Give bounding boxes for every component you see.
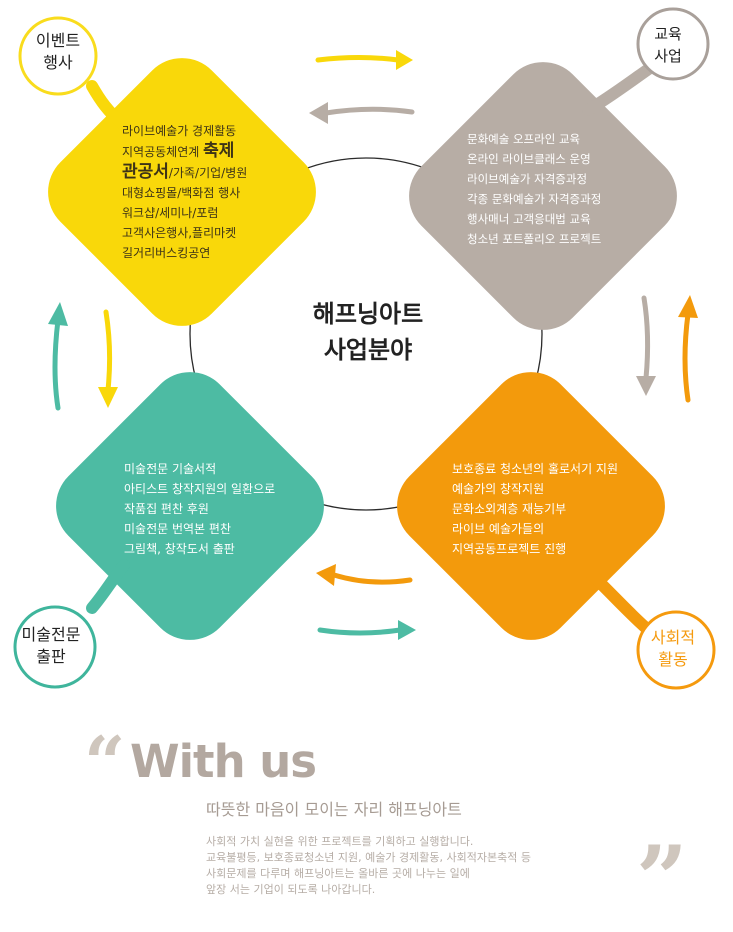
event-item-emphasis: 축제 <box>203 141 235 161</box>
social-diamond <box>397 372 665 640</box>
social-label: 사회적 활동 <box>633 627 713 671</box>
with-us-body: 사회적 가치 실현을 위한 프로젝트를 기획하고 실행합니다. 교육불평등, 보… <box>206 834 531 898</box>
event-label-line1: 이벤트 <box>35 31 81 50</box>
art-item: 미술전문 번역본 편찬 <box>124 522 231 536</box>
education-item: 라이브예술가 자격증과정 <box>467 172 588 186</box>
education-item: 청소년 포트폴리오 프로젝트 <box>467 232 602 246</box>
center-ring <box>189 157 543 511</box>
education-bubble <box>636 7 710 81</box>
event-item: 라이브예술가 경제활동 <box>122 124 237 138</box>
event-item-part: /가족/기업/병원 <box>168 166 248 180</box>
social-bubble <box>636 610 716 690</box>
event-item-emphasis: 관공서 <box>122 162 169 182</box>
body-line: 사회문제를 다루며 해프닝아트는 올바른 곳에 나누는 일에 <box>206 867 470 880</box>
event-item: 관공서/가족/기업/병원 <box>122 162 247 183</box>
education-item: 문화예술 오프라인 교육 <box>467 132 581 146</box>
event-item: 지역공동체연계 축제 <box>122 141 247 162</box>
education-list: 문화예술 오프라인 교육 온라인 라이브클래스 운영 라이브예술가 자격증과정 … <box>467 129 601 249</box>
event-label: 이벤트 행사 <box>18 30 98 74</box>
art-label-line2: 출판 <box>36 647 66 666</box>
close-quote-icon: ” <box>636 826 688 932</box>
body-line: 교육불평등, 보호종료청소년 지원, 예술가 경제활동, 사회적자본축적 등 <box>206 851 531 864</box>
with-us-heading: With us <box>130 735 317 788</box>
arrow-down-yellow <box>98 309 118 408</box>
social-item: 예술가의 창작지원 <box>452 482 545 496</box>
body-line: 사회적 가치 실현을 위한 프로젝트를 기획하고 실행합니다. <box>206 835 474 848</box>
art-bubble <box>13 605 97 689</box>
art-diamond <box>56 372 324 640</box>
arrow-right-teal <box>317 620 416 640</box>
art-label: 미술전문 출판 <box>11 624 91 668</box>
social-item: 라이브 예술가들의 <box>452 522 545 536</box>
art-item: 아티스트 창작지원의 일환으로 <box>124 482 276 496</box>
education-diamond <box>409 62 677 330</box>
art-item: 미술전문 기술서적 <box>124 462 217 476</box>
arrow-down-gray <box>636 295 656 396</box>
art-publishing-list: 미술전문 기술서적 아티스트 창작지원의 일환으로 작품집 편찬 후원 미술전문… <box>124 459 275 559</box>
social-item: 문화소외계층 재능기부 <box>452 502 567 516</box>
arrow-right-yellow <box>315 50 413 70</box>
social-list: 보호종료 청소년의 홀로서기 지원 예술가의 창작지원 문화소외계층 재능기부 … <box>452 459 618 559</box>
event-label-line2: 행사 <box>43 53 73 72</box>
center-title-line1: 해프닝아트 <box>312 300 424 328</box>
education-label-line1: 교육 <box>654 25 682 43</box>
social-label-line1: 사회적 <box>650 628 696 647</box>
with-us-subtitle: 따뜻한 마음이 모이는 자리 해프닝아트 <box>206 800 462 819</box>
event-item: 길거리버스킹공연 <box>122 246 211 260</box>
open-quote-icon: “ <box>84 720 126 805</box>
art-label-line1: 미술전문 <box>21 625 81 644</box>
event-item: 워크샵/세미나/포럼 <box>122 206 219 220</box>
arrow-up-orange <box>678 295 698 403</box>
event-diamond <box>48 58 316 326</box>
social-label-line2: 활동 <box>658 650 688 669</box>
arrow-left-orange <box>316 564 413 586</box>
event-bubble <box>18 16 98 96</box>
education-item: 행사매너 고객응대법 교육 <box>467 212 591 226</box>
social-item: 보호종료 청소년의 홀로서기 지원 <box>452 462 619 476</box>
social-item: 지역공동프로젝트 진행 <box>452 542 567 556</box>
diagram-graphics <box>13 7 716 690</box>
arrow-left-gray <box>309 102 415 124</box>
art-item: 그림책, 창작도서 출판 <box>124 542 235 556</box>
event-item: 대형쇼핑몰/백화점 행사 <box>122 186 241 200</box>
center-title: 해프닝아트 사업분야 <box>258 296 478 368</box>
center-title-line2: 사업분야 <box>323 336 413 364</box>
art-item: 작품집 편찬 후원 <box>124 502 209 516</box>
education-item: 온라인 라이브클래스 운영 <box>467 152 591 166</box>
education-label: 교육 사업 <box>628 23 708 67</box>
arrow-up-teal <box>48 302 68 411</box>
education-item: 각종 문화예술가 자격증과정 <box>467 192 602 206</box>
event-item-part: 지역공동체연계 <box>122 145 204 159</box>
body-line: 앞장 서는 기업이 되도록 나아갑니다. <box>206 883 376 896</box>
event-item: 고객사은행사,플리마켓 <box>122 226 237 240</box>
education-label-line2: 사업 <box>654 47 682 65</box>
event-list: 라이브예술가 경제활동 지역공동체연계 축제 관공서/가족/기업/병원 대형쇼핑… <box>122 121 247 263</box>
business-diagram: 이벤트 행사 교육 사업 미술전문 출판 사회적 활동 라이브예술가 경제활동 … <box>11 7 716 690</box>
